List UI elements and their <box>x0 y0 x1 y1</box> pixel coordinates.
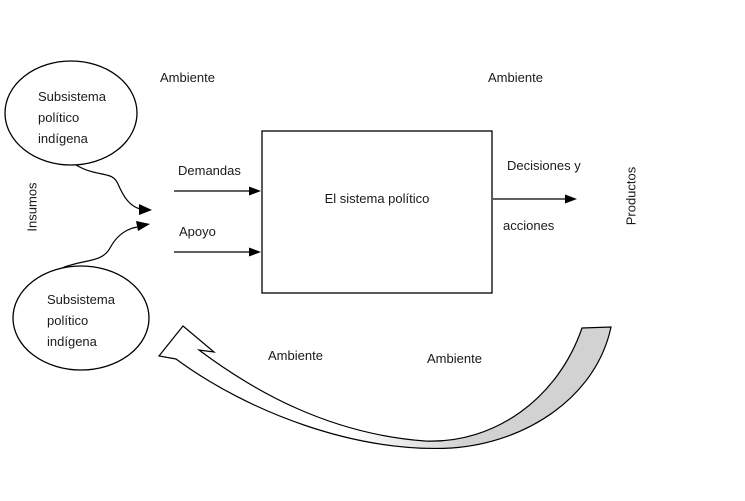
input-curve-arrow-top <box>75 164 152 215</box>
ambiente-label-bottom-right: Ambiente <box>427 351 482 366</box>
subsystem-bottom-line-3: indígena <box>47 334 97 349</box>
apoyo-arrow <box>174 247 261 257</box>
input-curve-arrow-bottom <box>61 221 150 269</box>
subsystem-bottom-line-2: político <box>47 313 89 328</box>
subsystem-ellipse-top <box>4 60 138 166</box>
demandas-arrow <box>174 186 261 196</box>
subsystem-top-line-2: político <box>38 110 80 125</box>
subsystem-top-label: Subsistema político indígena <box>38 86 106 149</box>
decisiones-label-line1: Decisiones y <box>507 158 581 173</box>
output-arrow <box>493 194 577 204</box>
productos-label: Productos <box>623 166 639 226</box>
insumos-label: Insumos <box>24 182 40 232</box>
demandas-label: Demandas <box>178 163 241 178</box>
ambiente-label-top-left: Ambiente <box>160 70 215 85</box>
apoyo-label: Apoyo <box>179 224 216 239</box>
system-box <box>261 130 493 294</box>
subsystem-bottom-label: Subsistema político indígena <box>47 289 115 352</box>
subsystem-top-line-1: Subsistema <box>38 89 106 104</box>
subsystem-top-line-3: indígena <box>38 131 88 146</box>
ambiente-label-bottom-left: Ambiente <box>268 348 323 363</box>
subsystem-bottom-line-1: Subsistema <box>47 292 115 307</box>
system-box-label: El sistema político <box>324 191 430 206</box>
subsystem-ellipse-bottom <box>12 265 150 371</box>
feedback-curved-arrow <box>157 325 612 450</box>
decisiones-label-line2: acciones <box>503 218 555 233</box>
ambiente-label-top-right: Ambiente <box>488 70 543 85</box>
